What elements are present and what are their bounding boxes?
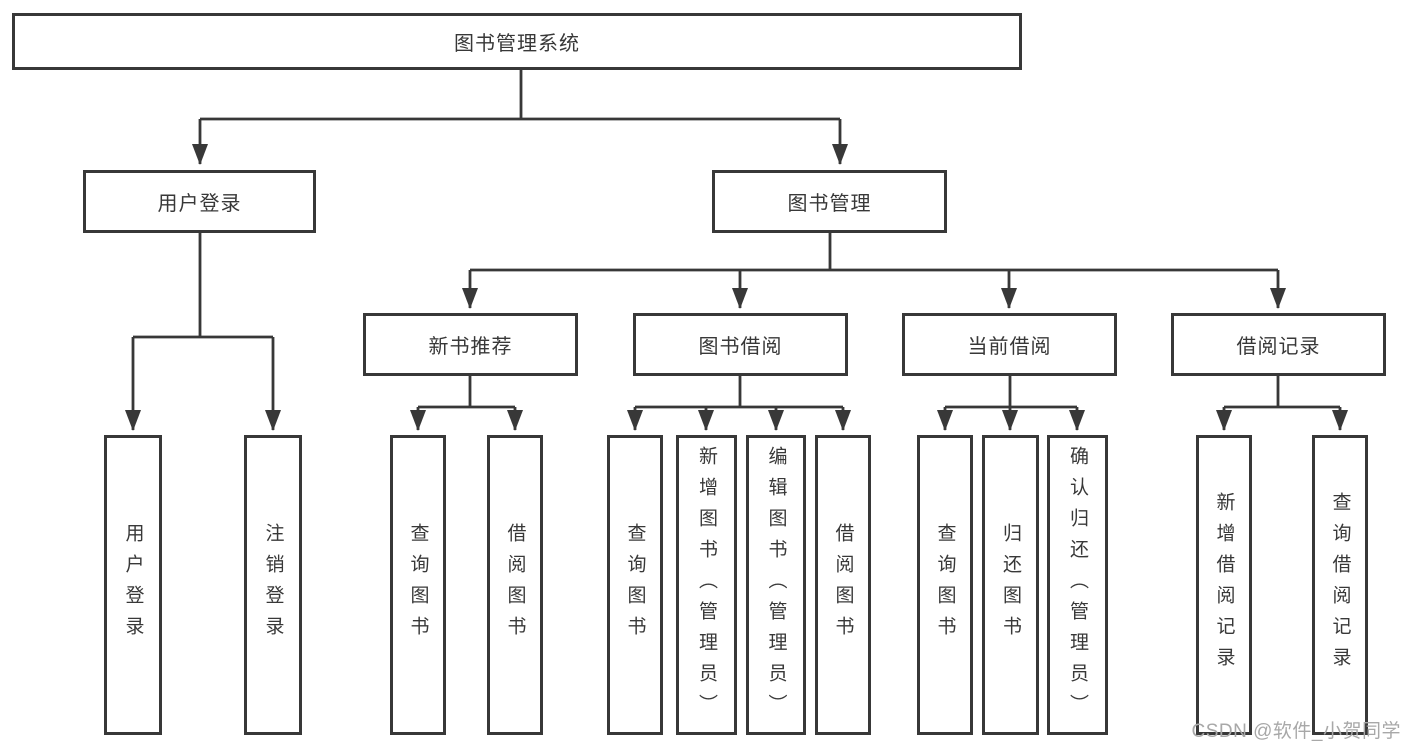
node-book-management: 图书管理 (712, 170, 947, 233)
leaf-add-borrow-record: 新增借阅记录 (1196, 435, 1252, 735)
leaf-edit-book-admin-label: 编辑图书（管理员） (765, 445, 787, 725)
leaf-query-books-borrow-label: 查询图书 (624, 523, 646, 647)
node-new-book-recommend-label: 新书推荐 (428, 336, 513, 358)
leaf-query-books-borrow: 查询图书 (607, 435, 663, 735)
leaf-user-login: 用户登录 (104, 435, 162, 735)
node-new-book-recommend: 新书推荐 (363, 313, 578, 376)
leaf-edit-book-admin: 编辑图书（管理员） (746, 435, 806, 735)
leaf-borrow-books-recommend-label: 借阅图书 (504, 523, 526, 647)
connector-root-to-level1 (192, 70, 848, 165)
node-current-borrow-label: 当前借阅 (967, 336, 1052, 358)
connector-user-login-children (125, 233, 281, 431)
node-current-borrow: 当前借阅 (902, 313, 1117, 376)
leaf-return-book: 归还图书 (982, 435, 1039, 735)
leaf-query-books-recommend-label: 查询图书 (407, 523, 429, 647)
leaf-logout-label: 注销登录 (262, 523, 284, 647)
node-user-login: 用户登录 (83, 170, 316, 233)
leaf-borrow-books: 借阅图书 (815, 435, 871, 735)
connector-book-borrow-children (627, 376, 851, 431)
leaf-add-book-admin: 新增图书（管理员） (676, 435, 737, 735)
connector-new-book-recommend-children (410, 376, 523, 431)
leaf-add-book-admin-label: 新增图书（管理员） (696, 445, 717, 725)
node-borrow-records-label: 借阅记录 (1236, 336, 1321, 358)
leaf-query-books-recommend: 查询图书 (390, 435, 446, 735)
leaf-query-borrow-record-label: 查询借阅记录 (1329, 492, 1351, 678)
connector-current-borrow-children (937, 376, 1085, 431)
node-book-management-label: 图书管理 (787, 193, 872, 215)
leaf-query-books-current: 查询图书 (917, 435, 973, 735)
leaf-query-books-current-label: 查询图书 (934, 523, 956, 647)
leaf-user-login-label: 用户登录 (122, 523, 144, 647)
leaf-confirm-return-admin-label: 确认归还（管理员） (1067, 445, 1088, 725)
leaf-add-borrow-record-label: 新增借阅记录 (1213, 492, 1235, 678)
leaf-return-book-label: 归还图书 (1000, 523, 1021, 647)
csdn-watermark: CSDN @软件_小贺同学 (1191, 721, 1401, 742)
leaf-confirm-return-admin: 确认归还（管理员） (1047, 435, 1108, 735)
leaf-logout: 注销登录 (244, 435, 302, 735)
connector-book-management-children (462, 233, 1286, 309)
leaf-borrow-books-label: 借阅图书 (832, 523, 854, 647)
node-borrow-records: 借阅记录 (1171, 313, 1386, 376)
node-book-borrow-label: 图书借阅 (698, 336, 783, 358)
leaf-borrow-books-recommend: 借阅图书 (487, 435, 543, 735)
node-root: 图书管理系统 (12, 13, 1022, 70)
leaf-query-borrow-record: 查询借阅记录 (1312, 435, 1368, 735)
node-book-borrow: 图书借阅 (633, 313, 848, 376)
node-root-label: 图书管理系统 (454, 33, 580, 55)
connector-borrow-records-children (1216, 376, 1348, 431)
node-user-login-label: 用户登录 (157, 193, 242, 215)
